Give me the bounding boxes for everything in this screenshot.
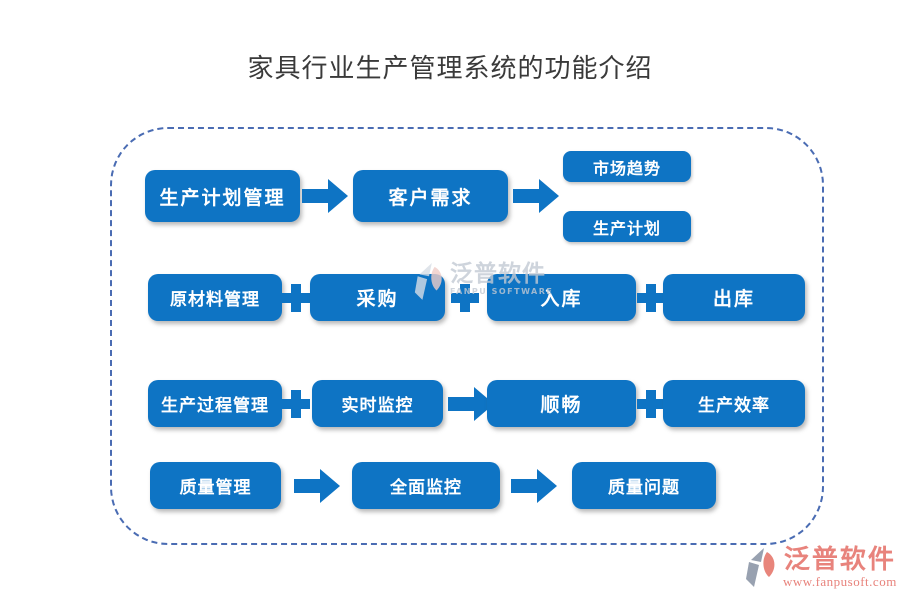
production-process-management-box: 生产过程管理 xyxy=(148,380,282,427)
arrow-head xyxy=(537,469,557,503)
raw-material-management-box: 原材料管理 xyxy=(148,274,282,321)
arrow-head xyxy=(539,179,559,213)
comprehensive-monitoring-box: 全面监控 xyxy=(352,462,500,509)
arrow-right-icon xyxy=(511,469,557,503)
arrow-shaft xyxy=(294,479,320,493)
quality-management-box: 质量管理 xyxy=(150,462,281,509)
quality-issue-box: 质量问题 xyxy=(572,462,716,509)
plus-icon xyxy=(282,284,310,312)
plus-icon xyxy=(637,390,665,418)
smooth-flow-box: 顺畅 xyxy=(487,380,636,427)
fanpu-logo-icon xyxy=(746,548,775,587)
realtime-monitoring-box: 实时监控 xyxy=(312,380,443,427)
production-efficiency-box: 生产效率 xyxy=(663,380,805,427)
plus-icon xyxy=(637,284,665,312)
brand-url[interactable]: www.fanpusoft.com xyxy=(783,574,897,589)
inbound-warehouse-box: 入库 xyxy=(487,274,636,321)
page-title: 家具行业生产管理系统的功能介绍 xyxy=(247,54,653,84)
footer-brand: 泛普软件 www.fanpusoft.com xyxy=(742,546,897,589)
production-plan-output-box: 生产计划 xyxy=(563,211,691,242)
production-plan-management-box: 生产计划管理 xyxy=(145,170,300,222)
arrow-right-icon xyxy=(302,179,348,213)
outbound-warehouse-box: 出库 xyxy=(663,274,805,321)
arrow-shaft xyxy=(513,189,539,203)
customer-demand-box: 客户需求 xyxy=(353,170,508,222)
arrow-right-icon xyxy=(513,179,559,213)
arrow-right-icon xyxy=(294,469,340,503)
arrow-shaft xyxy=(302,189,328,203)
flow-diagram-frame xyxy=(110,127,824,545)
plus-icon xyxy=(282,390,310,418)
plus-icon xyxy=(451,284,479,312)
arrow-head xyxy=(328,179,348,213)
arrow-shaft xyxy=(448,397,474,411)
brand-name: 泛普软件 xyxy=(783,545,896,575)
arrow-shaft xyxy=(511,479,537,493)
arrow-head xyxy=(320,469,340,503)
procurement-box: 采购 xyxy=(310,274,445,321)
market-trend-box: 市场趋势 xyxy=(563,151,691,182)
